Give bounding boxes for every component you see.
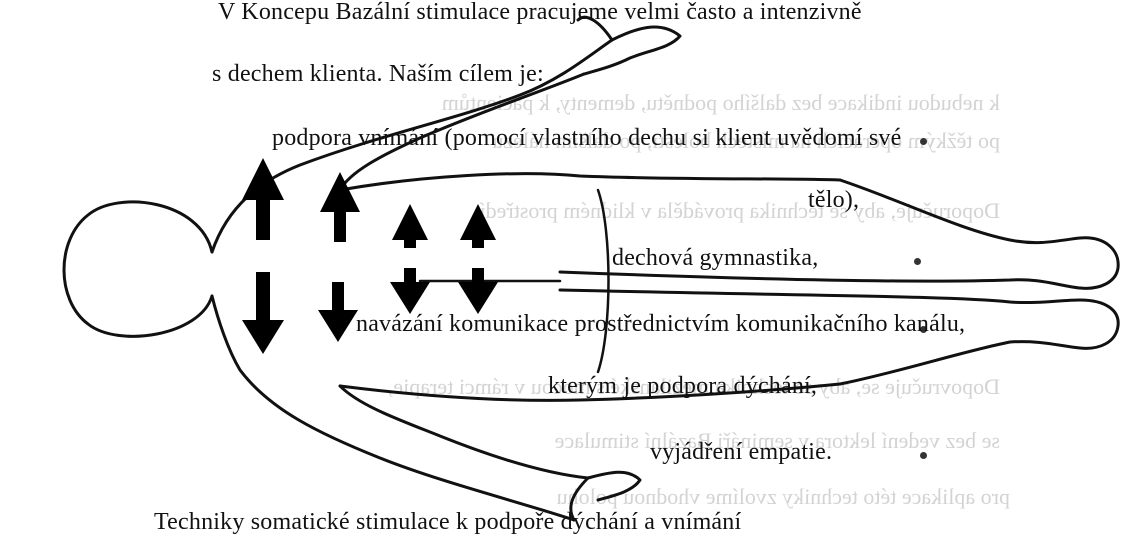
arrow-down-icon xyxy=(242,272,284,354)
hip-line xyxy=(598,190,609,372)
arrow-up-icon xyxy=(242,158,284,240)
upper-hand-outline xyxy=(578,17,680,74)
leg-upper-outline xyxy=(560,180,1118,288)
arrow-up-down-icon xyxy=(392,204,428,248)
arrow-up-down-icon xyxy=(460,204,496,248)
torso-top xyxy=(340,174,840,190)
leg-lower-outline xyxy=(560,290,1118,384)
torso-bottom xyxy=(340,384,840,400)
arrow-down-icon xyxy=(390,268,430,314)
arrow-down-icon xyxy=(318,282,358,342)
arrow-down-icon xyxy=(458,268,498,314)
head-outline xyxy=(64,202,212,336)
lower-hand-outline xyxy=(571,472,640,520)
arrow-up-icon xyxy=(320,172,360,242)
breathing-arrows xyxy=(242,158,498,354)
